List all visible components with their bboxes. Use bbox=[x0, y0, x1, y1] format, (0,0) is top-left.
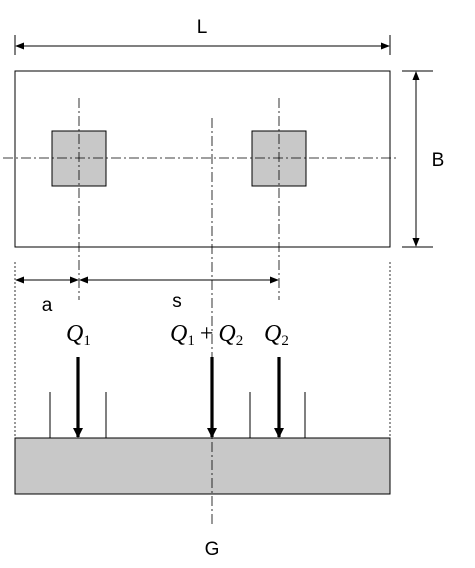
svg-text:Q2: Q2 bbox=[264, 321, 289, 349]
footing-section bbox=[14, 437, 391, 495]
svg-text:Q1: Q1 bbox=[66, 321, 91, 349]
load-q2-subscript: 2 bbox=[281, 333, 289, 349]
dimension-width: B bbox=[402, 70, 445, 248]
load-resultant-label: Q1+Q2 bbox=[170, 321, 243, 349]
load-resultant-second-sub: 2 bbox=[236, 333, 244, 349]
section-view bbox=[14, 392, 391, 495]
label-edge-distance: a bbox=[42, 295, 53, 316]
label-resultant-point: G bbox=[205, 539, 220, 560]
load-q1-label: Q1 bbox=[66, 321, 91, 349]
load-q2-symbol: Q bbox=[264, 321, 281, 347]
load-resultant-first-sub: 1 bbox=[187, 333, 195, 349]
load-resultant-first: Q bbox=[170, 321, 187, 347]
label-width: B bbox=[432, 150, 445, 171]
dimension-length: L bbox=[14, 17, 391, 55]
load-q1-symbol: Q bbox=[66, 321, 83, 347]
load-resultant-second: Q bbox=[218, 321, 235, 347]
load-q2-label: Q2 bbox=[264, 321, 289, 349]
label-length: L bbox=[197, 17, 208, 38]
svg-text:Q1+Q2: Q1+Q2 bbox=[170, 321, 243, 349]
plan-view bbox=[3, 70, 398, 300]
dimension-edge-and-spacing: a s bbox=[15, 276, 279, 316]
footing-plan-outline bbox=[14, 70, 391, 248]
label-spacing: s bbox=[172, 291, 182, 312]
load-q1-subscript: 1 bbox=[83, 333, 91, 349]
load-resultant-operator: + bbox=[200, 321, 214, 347]
